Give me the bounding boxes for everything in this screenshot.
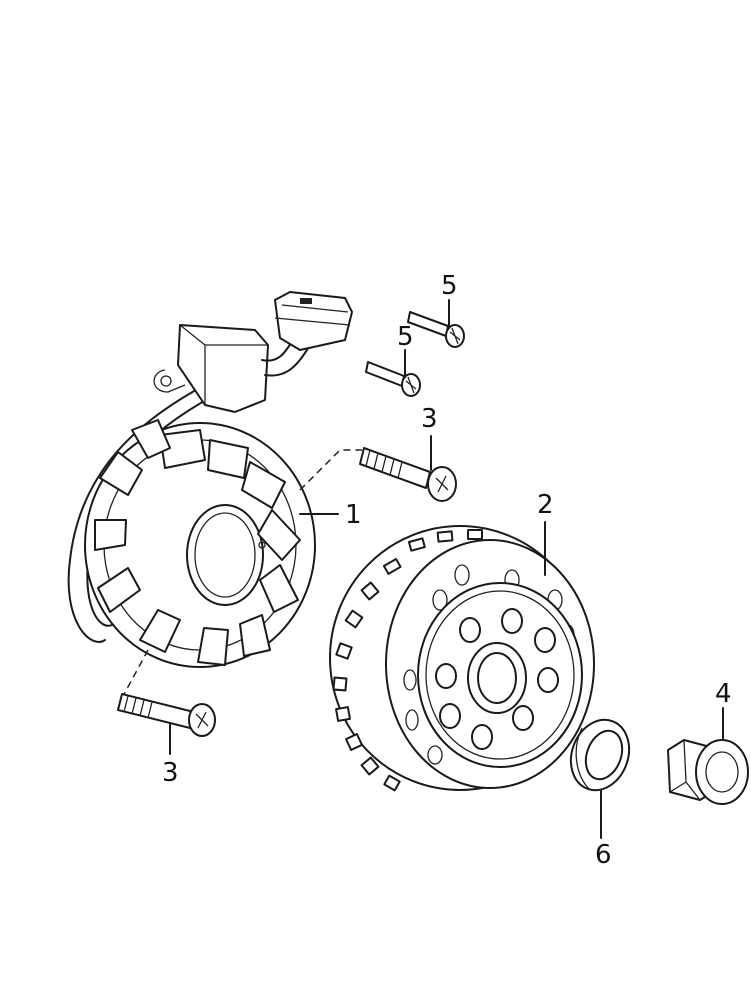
stator-part	[67, 291, 353, 668]
callout-nut: 4	[715, 679, 732, 709]
callout-screw-top: 5	[441, 271, 458, 301]
alignment-line-upper	[299, 449, 362, 491]
callout-washer: 6	[595, 840, 612, 870]
leader-lines	[169, 299, 724, 839]
flywheel-part	[329, 525, 595, 792]
bolt-upper-part	[359, 447, 457, 502]
alignment-line-lower	[121, 649, 149, 699]
callout-bolt-lower: 3	[162, 758, 179, 788]
screw-top-part	[407, 311, 465, 348]
nut-part	[667, 739, 749, 805]
washer-part	[569, 718, 631, 792]
callout-screw-mid: 5	[397, 322, 414, 352]
callout-stator: 1	[345, 500, 362, 530]
bolt-lower-part	[117, 693, 216, 737]
callout-bolt-upper: 3	[421, 404, 438, 434]
screw-mid-part	[365, 361, 421, 397]
callout-flywheel: 2	[537, 490, 554, 520]
